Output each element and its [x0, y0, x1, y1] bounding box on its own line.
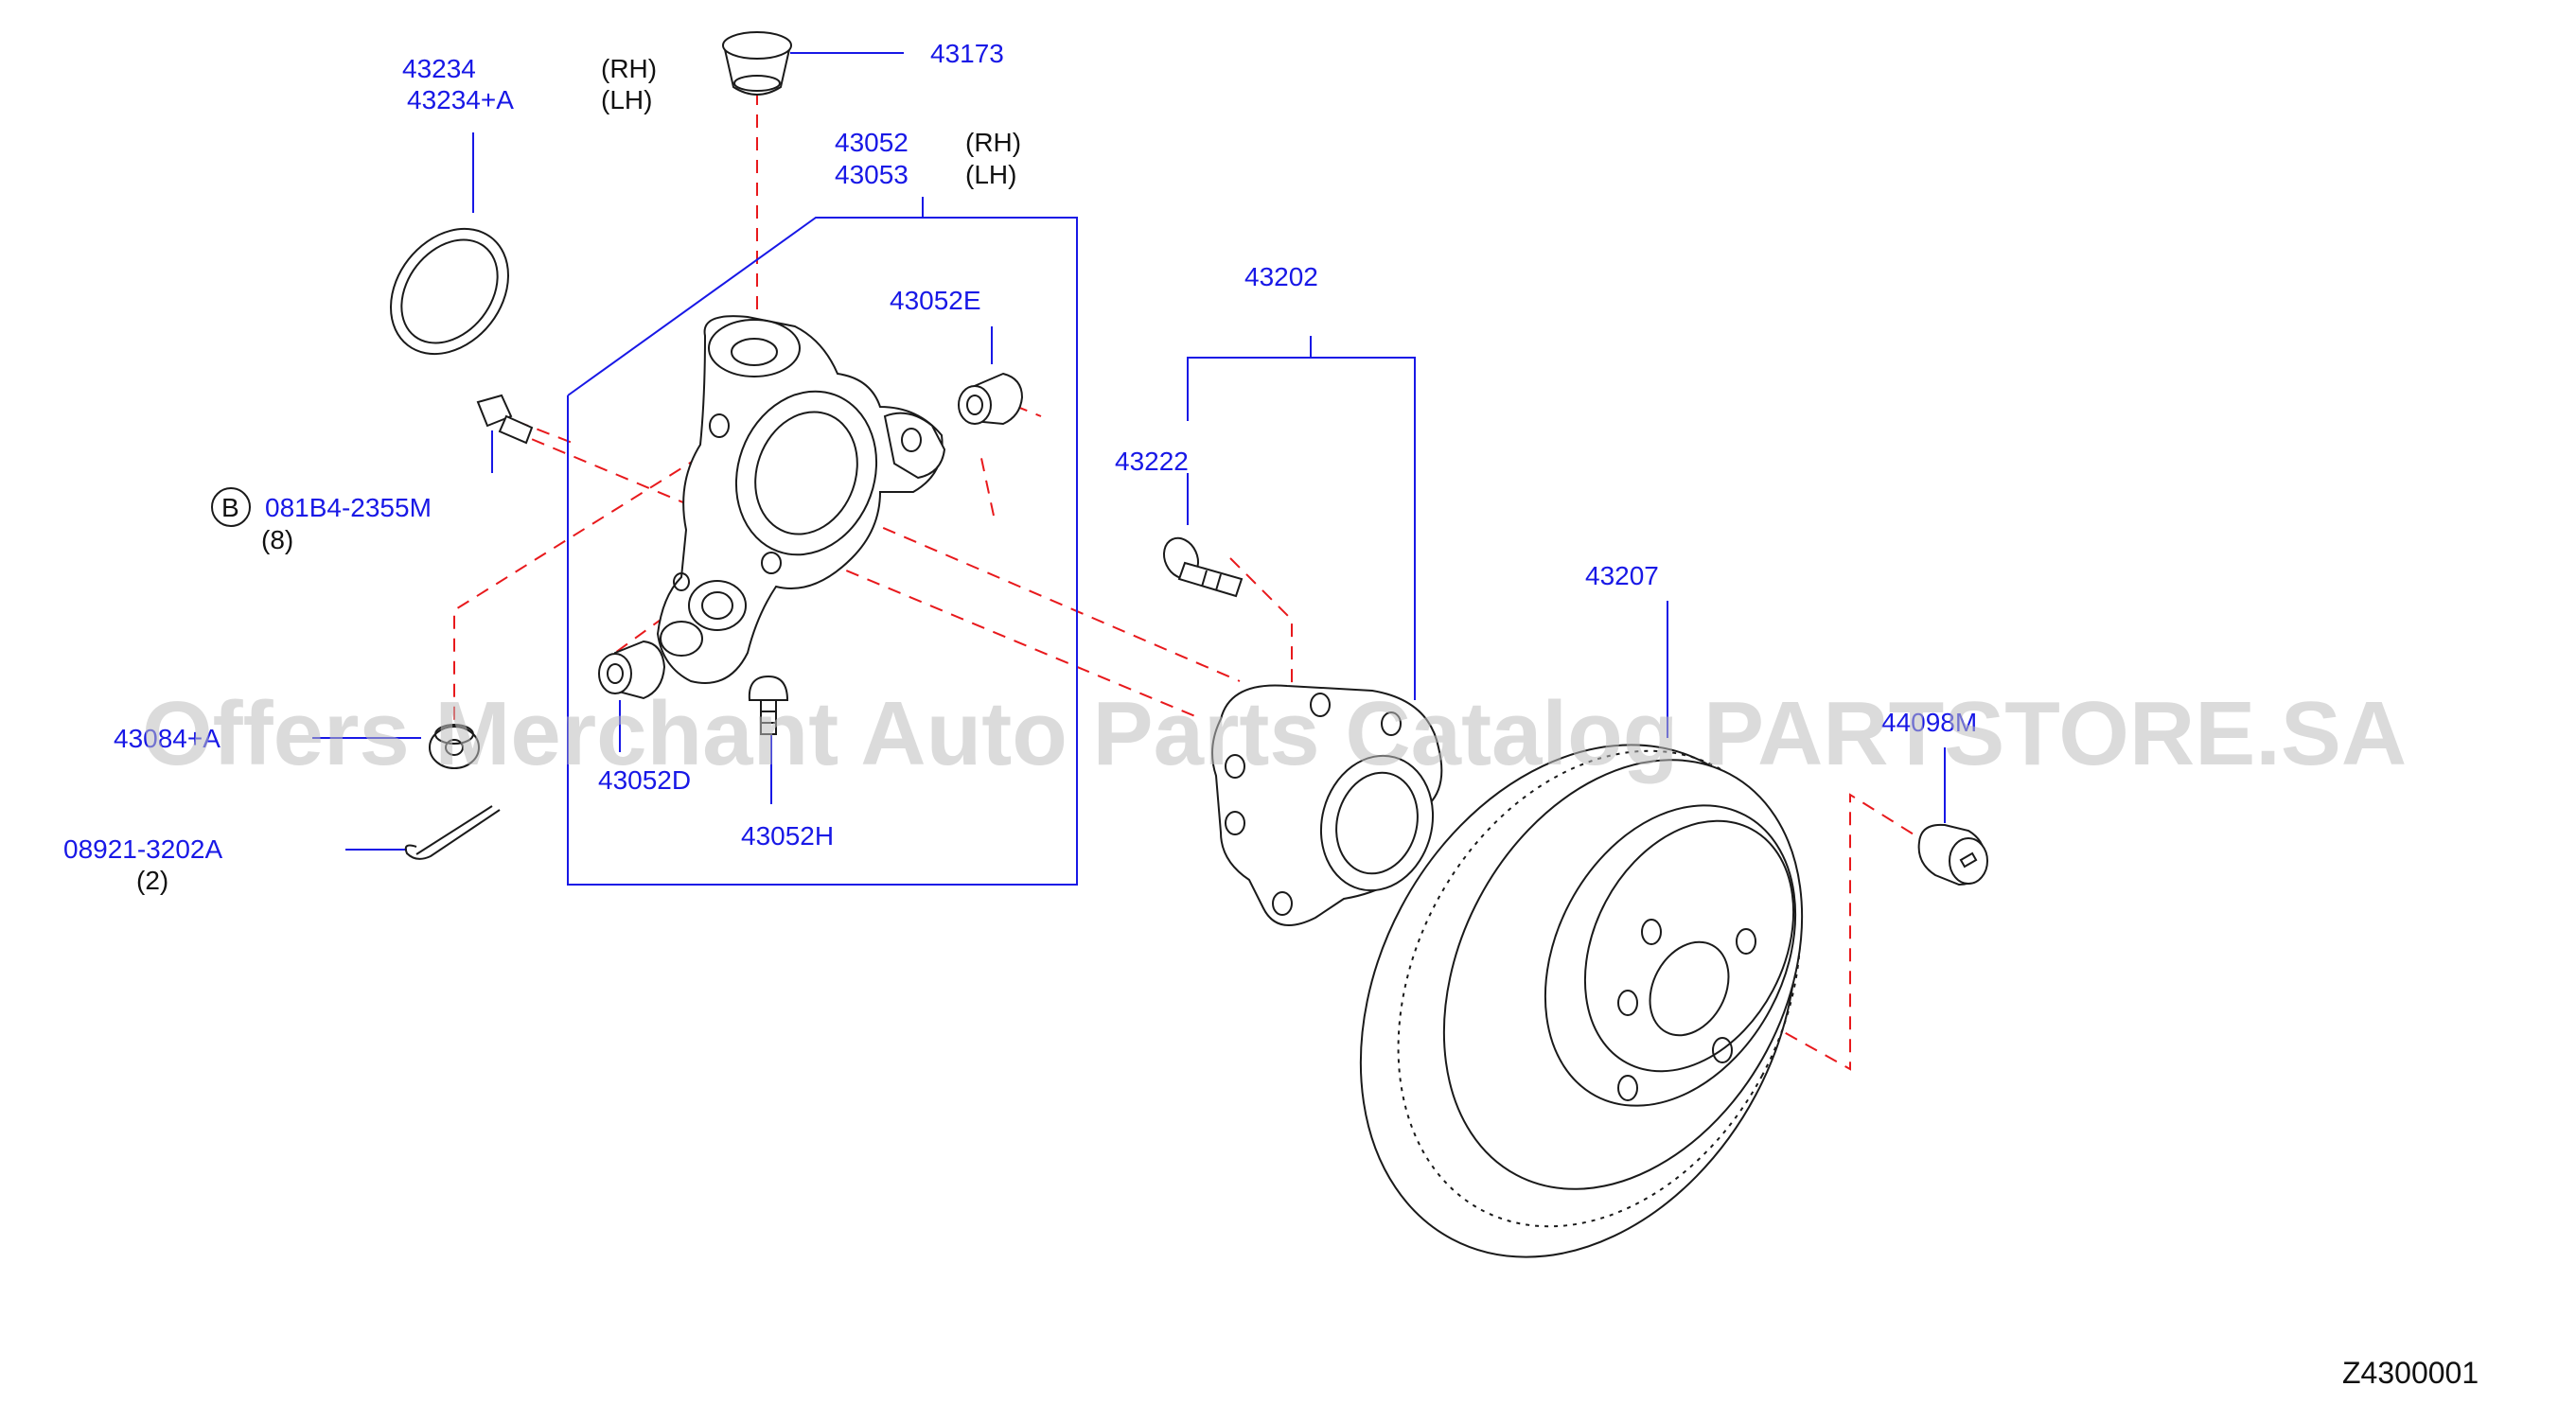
knuckle-43052 [656, 315, 946, 684]
label-43173[interactable]: 43173 [930, 39, 1004, 68]
bush-43052e [958, 372, 1024, 426]
label-08921[interactable]: 08921-3202A [63, 834, 222, 864]
label-lh-1: (LH) [601, 85, 652, 114]
label-b-circle: B [221, 493, 239, 522]
label-rh-1: (RH) [601, 54, 657, 83]
label-43053[interactable]: 43053 [835, 160, 909, 189]
watermark: Offers Merchant Auto Parts Catalog PARTS… [142, 683, 2407, 784]
label-43052d[interactable]: 43052D [598, 765, 691, 795]
hub-assembly-43202 [1211, 684, 1443, 926]
castle-nut-43084 [429, 724, 480, 769]
label-43084[interactable]: 43084+A [114, 724, 221, 753]
label-43207[interactable]: 43207 [1585, 561, 1659, 590]
label-cotter-qty: (2) [136, 866, 168, 895]
label-43052e[interactable]: 43052E [890, 286, 981, 315]
leader-lines [312, 52, 1946, 886]
cotter-pin-08921 [404, 805, 501, 860]
label-lh-2: (LH) [965, 160, 1016, 189]
b-circle-badge [211, 487, 251, 527]
bolt-081b4 [476, 394, 534, 445]
stud-43052h [748, 675, 789, 735]
label-44098m[interactable]: 44098M [1881, 708, 1977, 737]
plug-44098m [1917, 823, 1988, 886]
seal-ring-43234 [390, 227, 509, 356]
bush-43052d [598, 640, 666, 700]
label-43202[interactable]: 43202 [1244, 262, 1318, 291]
label-rh-2: (RH) [965, 128, 1021, 157]
label-43234[interactable]: 43234 [402, 54, 476, 83]
label-bolt-qty: (8) [261, 525, 293, 554]
label-43052[interactable]: 43052 [835, 128, 909, 157]
grommet-43173 [722, 31, 792, 96]
label-43052h[interactable]: 43052H [741, 821, 834, 851]
hub-bolt-43222 [1163, 536, 1244, 598]
part-labels: 43234 43234+A (RH) (LH) 43173 43052 4305… [63, 39, 2479, 1390]
label-43234a[interactable]: 43234+A [407, 85, 514, 114]
brake-disc-43207 [1359, 744, 1804, 1258]
diagram-id: Z4300001 [2342, 1356, 2479, 1390]
label-43222[interactable]: 43222 [1115, 447, 1189, 476]
label-bolt-081b4[interactable]: 081B4-2355M [265, 493, 432, 522]
